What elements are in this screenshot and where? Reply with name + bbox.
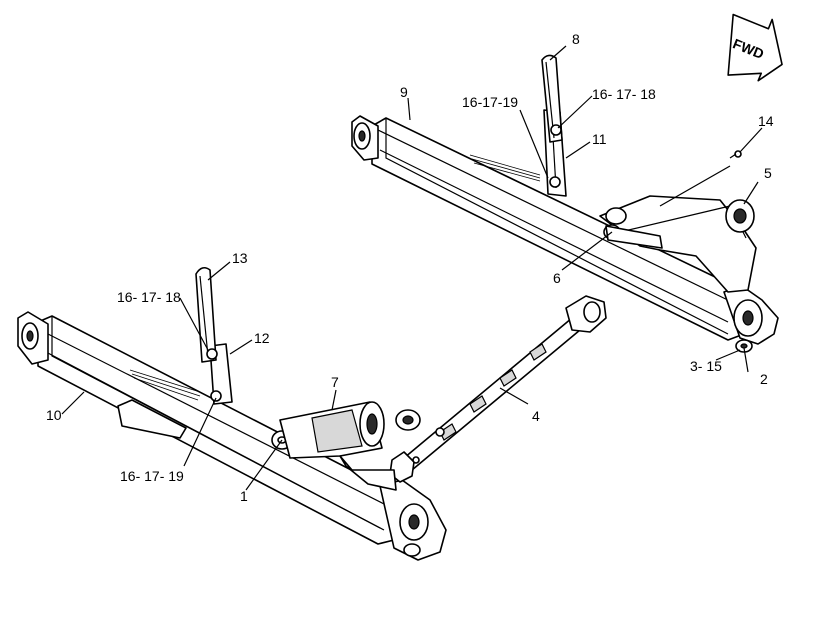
callout-11: 11 xyxy=(592,131,607,147)
callout-2: 2 xyxy=(760,371,768,387)
callout-16-17-18-lower: 16- 17- 18 xyxy=(117,289,181,305)
callout-13: 13 xyxy=(232,250,248,266)
callout-1: 1 xyxy=(240,488,248,504)
callout-12: 12 xyxy=(254,330,270,346)
callout-4: 4 xyxy=(532,408,540,424)
callout-10: 10 xyxy=(46,407,62,423)
callout-16-17-19-upper: 16-17-19 xyxy=(462,94,518,110)
callout-6: 6 xyxy=(553,270,561,286)
callout-9: 9 xyxy=(400,84,408,100)
callout-5: 5 xyxy=(764,165,772,181)
leader-lines xyxy=(61,45,763,491)
callout-8: 8 xyxy=(572,31,580,47)
callout-7: 7 xyxy=(331,374,339,390)
callout-16-17-18-upper: 16- 17- 18 xyxy=(592,86,656,102)
cylinder-assembly xyxy=(279,401,421,491)
drive-shaft xyxy=(389,295,607,483)
callout-16-17-19-lower: 16- 17- 19 xyxy=(120,468,184,484)
callout-labels: 1 2 3- 15 4 5 6 7 8 9 10 11 12 13 14 16-… xyxy=(46,31,774,504)
fwd-direction-arrow: FWD xyxy=(727,13,783,82)
equalizer-bar-lower xyxy=(17,266,447,561)
callout-3-15: 3- 15 xyxy=(690,358,722,374)
equalizer-bar-upper xyxy=(351,54,779,353)
callout-14: 14 xyxy=(758,113,774,129)
